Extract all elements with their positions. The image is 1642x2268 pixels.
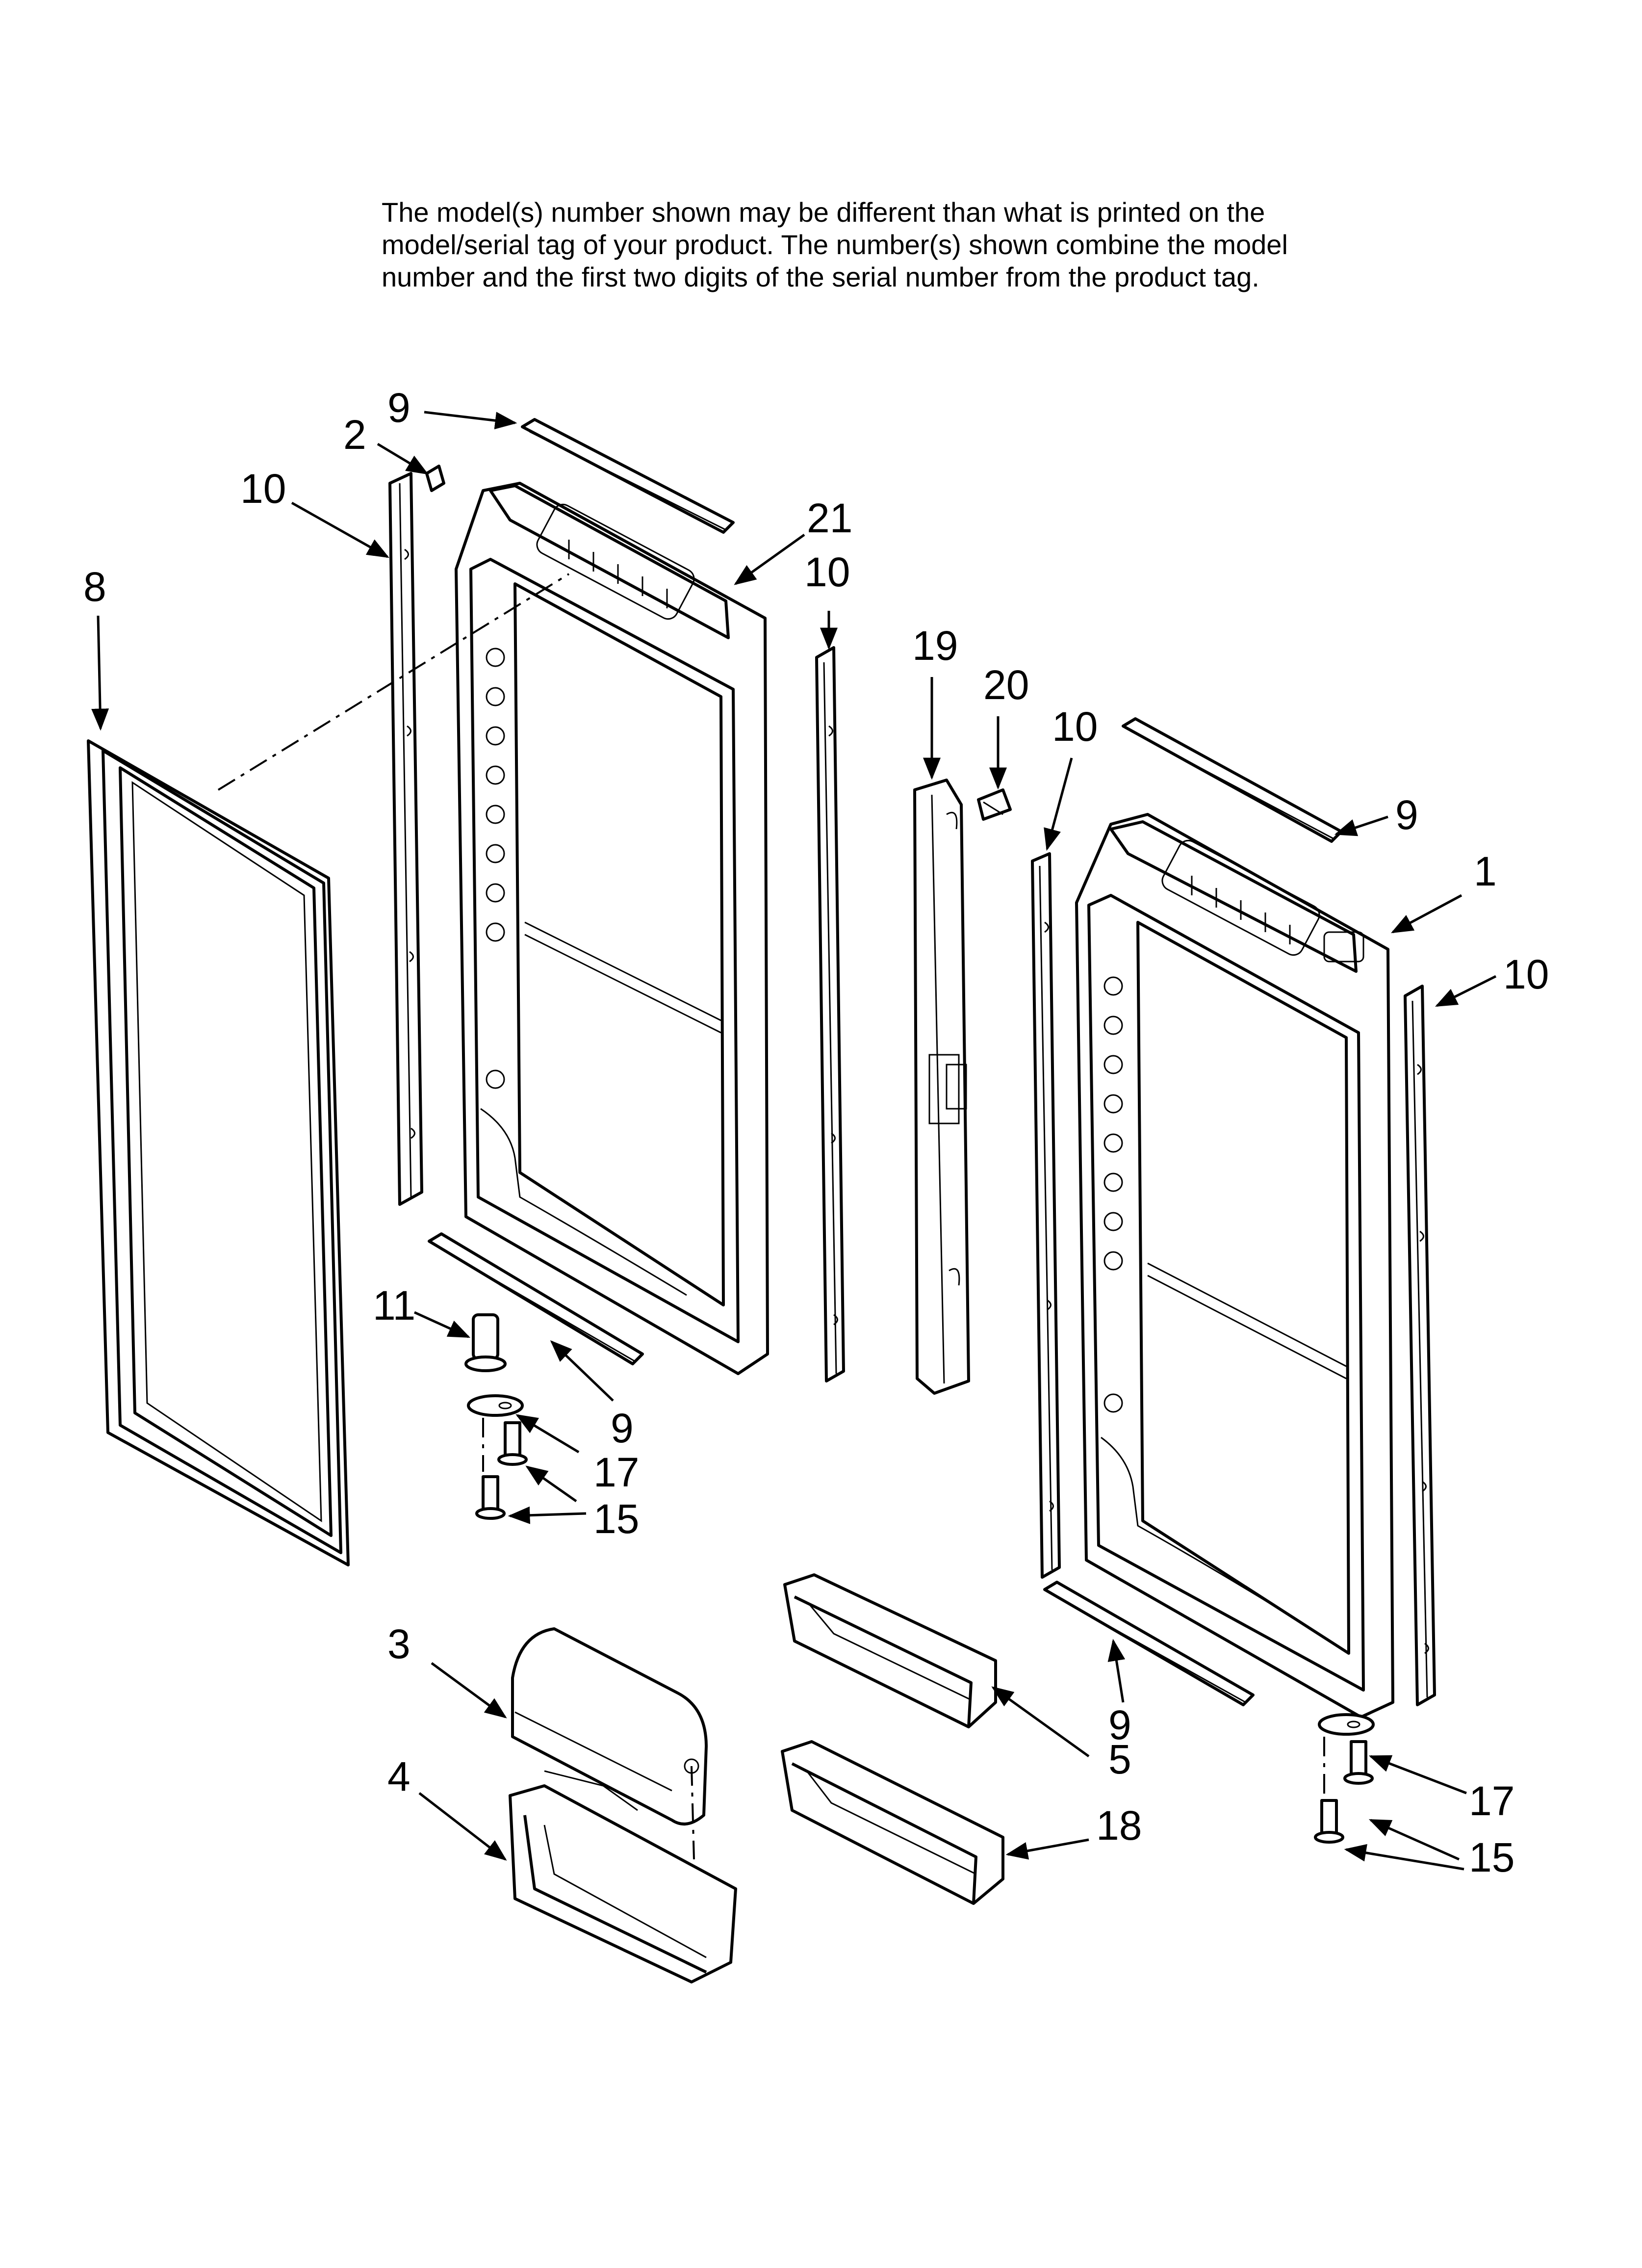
callout-5: 5 xyxy=(1108,1736,1131,1782)
far-right-trim-strip-part xyxy=(1404,985,1436,1706)
callout-4: 4 xyxy=(387,1753,410,1799)
callout-9-top-right: 9 xyxy=(1395,792,1418,838)
notice-line-2: model/serial tag of your product. The nu… xyxy=(382,229,1288,260)
callout-labels: 9 2 10 8 21 10 19 20 10 9 1 10 11 9 17 1… xyxy=(83,385,1549,1880)
callout-18: 18 xyxy=(1096,1802,1142,1849)
mullion-screw-part xyxy=(977,788,1012,821)
callout-19: 19 xyxy=(912,623,958,669)
left-door-liner-part xyxy=(455,482,769,1375)
callout-9-bottom-left: 9 xyxy=(611,1405,634,1451)
notice-line-1: The model(s) number shown may be differe… xyxy=(382,197,1265,228)
callout-20: 20 xyxy=(983,662,1029,708)
callout-1: 1 xyxy=(1474,848,1497,894)
right-door-trim-strip-part xyxy=(1031,852,1061,1579)
callout-11: 11 xyxy=(373,1282,415,1329)
left-trim-strip-part xyxy=(388,472,423,1206)
clip-part xyxy=(425,465,445,492)
door-bin-lower-part xyxy=(781,1740,1004,1905)
callout-10-left: 10 xyxy=(240,466,286,512)
door-bin-upper-part xyxy=(783,1573,997,1728)
model-number-notice: The model(s) number shown may be differe… xyxy=(382,196,1461,293)
door-top-cap-part xyxy=(521,418,735,534)
door-bin-base-part xyxy=(509,1784,737,1983)
callout-17-left: 17 xyxy=(593,1449,639,1495)
right-hinge-hardware xyxy=(1314,1713,1375,1844)
right-door-liner-part xyxy=(1075,813,1394,1719)
center-mullion-part xyxy=(913,779,970,1395)
leader-arrows xyxy=(91,411,1497,1871)
callout-15-left: 15 xyxy=(593,1496,639,1542)
dispenser-cover-part xyxy=(511,1627,708,1825)
callout-10-right-door: 10 xyxy=(1052,704,1098,750)
door-gasket-part xyxy=(87,739,350,1566)
notice-line-3: number and the first two digits of the s… xyxy=(382,261,1259,292)
callout-21: 21 xyxy=(807,495,852,541)
callout-3: 3 xyxy=(387,1621,410,1667)
left-bottom-cap-part xyxy=(428,1232,644,1365)
callout-9-bottom-right: 9 xyxy=(1108,1702,1131,1748)
callout-10-far-right: 10 xyxy=(1503,951,1549,997)
left-hinge-hardware xyxy=(464,1313,528,1520)
callout-8: 8 xyxy=(83,564,106,610)
callout-10-middle: 10 xyxy=(804,549,850,595)
right-bottom-cap-part xyxy=(1043,1581,1255,1706)
callout-15-right: 15 xyxy=(1469,1834,1514,1880)
callout-17-right: 17 xyxy=(1469,1778,1514,1824)
callout-9-top-left: 9 xyxy=(387,385,410,431)
callout-2: 2 xyxy=(343,412,366,458)
middle-trim-strip-part xyxy=(815,646,845,1382)
